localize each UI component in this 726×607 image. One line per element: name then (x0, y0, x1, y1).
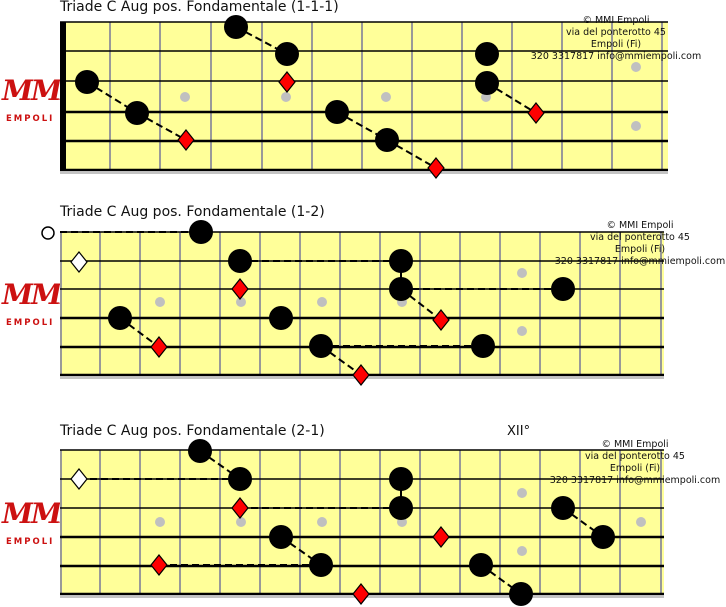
connector-line (119, 317, 160, 348)
contact-line: Empoli (Fi) (609, 463, 661, 474)
note-dot (309, 553, 333, 577)
contact-line: © MMI Empoli (582, 15, 650, 26)
contact-line: 320 3317817 info@mmiempoli.com (554, 256, 726, 267)
fret-inlay (281, 92, 291, 102)
connector-line (386, 139, 437, 169)
root-diamond (231, 497, 249, 519)
fret-inlay (180, 92, 190, 102)
note-dot (269, 525, 293, 549)
copyright-contact: © MMI Empoli via del ponterotto 45 Empol… (528, 15, 704, 63)
fret-inlay (517, 488, 527, 498)
fretboard (41, 220, 664, 386)
note-dot (591, 525, 615, 549)
diagram-panel-3: Triade C Aug pos. Fondamentale (2-1) XII… (0, 415, 726, 607)
root-diamond (527, 102, 545, 124)
note-dot (389, 496, 413, 520)
root-diamond (177, 129, 195, 151)
connector-line (280, 536, 322, 566)
note-dot (75, 70, 99, 94)
fret-inlay (517, 326, 527, 336)
fret-inlay (517, 268, 527, 278)
note-dot (275, 42, 299, 66)
connector-line (400, 288, 442, 321)
note-dot (108, 306, 132, 330)
panel-title: Triade C Aug pos. Fondamentale (1-2) (60, 204, 325, 220)
diagram-panel-1: Triade C Aug pos. Fondamentale (1-1-1) M… (0, 0, 726, 185)
note-dot (224, 15, 248, 39)
note-dot (475, 42, 499, 66)
note-dot (551, 496, 575, 520)
fret-inlay (155, 517, 165, 527)
logo-name: EMPOLI (6, 114, 55, 124)
nut (60, 22, 66, 170)
connector-line (320, 345, 362, 376)
open-string-circle (41, 226, 55, 240)
note-dot (389, 249, 413, 273)
contact-line: via del ponterotto 45 (566, 27, 666, 38)
contact-line: Empoli (Fi) (614, 244, 666, 255)
fret-inlay (631, 121, 641, 131)
root-diamond (352, 583, 370, 605)
root-diamond (427, 157, 445, 179)
fret-inlay (517, 546, 527, 556)
diagram-panel-2: Triade C Aug pos. Fondamentale (1-2) MMI… (0, 200, 726, 390)
logo-name: EMPOLI (6, 318, 55, 328)
note-dot (228, 467, 252, 491)
connector-line (486, 82, 537, 114)
contact-line: 320 3317817 info@mmiempoli.com (549, 475, 721, 486)
note-dot (471, 334, 495, 358)
connector-line (199, 450, 241, 480)
panel-title: Triade C Aug pos. Fondamentale (1-1-1) (60, 0, 339, 15)
fret-inlay (236, 297, 246, 307)
note-dot (475, 71, 499, 95)
note-dot (551, 277, 575, 301)
fretboard-surface (60, 22, 668, 170)
contact-line: 320 3317817 info@mmiempoli.com (530, 51, 702, 62)
note-dot (389, 467, 413, 491)
fret-inlay (636, 517, 646, 527)
fret-inlay (317, 517, 327, 527)
panel-title: Triade C Aug pos. Fondamentale (2-1) (60, 423, 325, 439)
note-dot (469, 553, 493, 577)
open-root-diamond (70, 468, 88, 490)
root-diamond (432, 526, 450, 548)
note-dot (309, 334, 333, 358)
fret-inlay (155, 297, 165, 307)
fret-inlay (631, 62, 641, 72)
connector-line (480, 564, 522, 595)
note-dot (228, 249, 252, 273)
note-dot (188, 439, 212, 463)
note-dot (389, 277, 413, 301)
note-dot (325, 100, 349, 124)
fret-inlay (317, 297, 327, 307)
open-root-diamond (70, 251, 88, 273)
note-dot (375, 128, 399, 152)
contact-line: via del ponterotto 45 (590, 232, 690, 243)
root-diamond (150, 554, 168, 576)
fret-inlay (236, 517, 246, 527)
note-dot (189, 220, 213, 244)
copyright-contact: © MMI Empoli via del ponterotto 45 Empol… (547, 439, 723, 487)
root-diamond (278, 71, 296, 93)
fretboard (60, 439, 664, 606)
copyright-contact: © MMI Empoli via del ponterotto 45 Empol… (552, 220, 726, 268)
fretboard (60, 15, 668, 179)
root-diamond (231, 278, 249, 300)
contact-line: via del ponterotto 45 (585, 451, 685, 462)
contact-line: Empoli (Fi) (590, 39, 642, 50)
note-dot (125, 101, 149, 125)
note-dot (509, 582, 533, 606)
root-diamond (432, 309, 450, 331)
root-diamond (352, 364, 370, 386)
fret-position-label: XII° (507, 424, 531, 439)
root-diamond (150, 336, 168, 358)
logo-name: EMPOLI (6, 537, 55, 547)
connector-line (136, 112, 187, 141)
fret-inlay (381, 92, 391, 102)
connector-line (562, 507, 604, 538)
contact-line: © MMI Empoli (606, 220, 674, 231)
contact-line: © MMI Empoli (601, 439, 669, 450)
note-dot (269, 306, 293, 330)
